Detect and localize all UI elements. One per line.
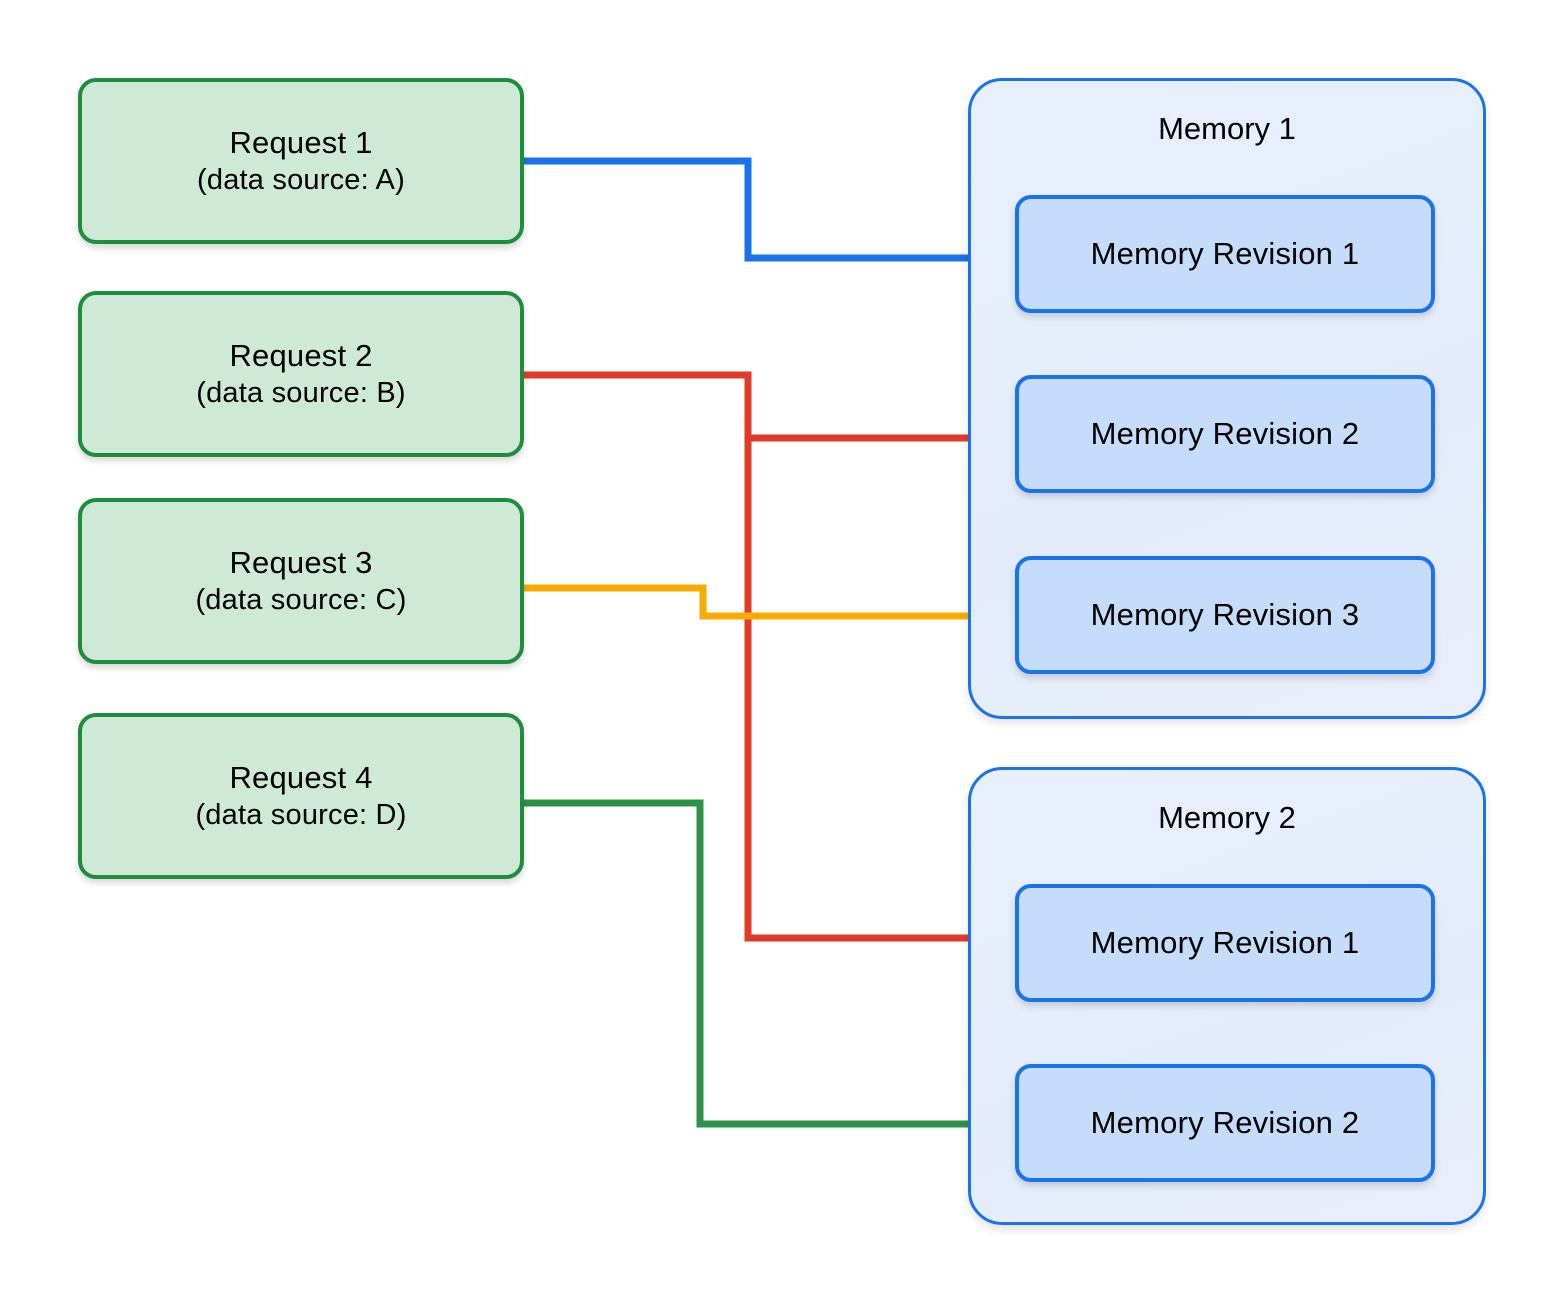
request-subtitle: (data source: B) [196,377,406,410]
request-subtitle: (data source: D) [195,799,407,832]
request-box-2[interactable]: Request 2 (data source: B) [78,291,524,457]
memory-panel-title: Memory 2 [1158,800,1296,835]
request-title: Request 1 [229,124,373,160]
request-title: Request 4 [229,759,373,795]
request-box-3[interactable]: Request 3 (data source: C) [78,498,524,664]
request-title: Request 3 [229,544,373,580]
request-subtitle: (data source: C) [195,584,407,617]
memory-1-revision-box-1[interactable]: Memory Revision 1 [1015,195,1435,313]
request-box-1[interactable]: Request 1 (data source: A) [78,78,524,244]
memory-1-revision-box-3[interactable]: Memory Revision 3 [1015,556,1435,674]
memory-2-revision-box-2[interactable]: Memory Revision 2 [1015,1064,1435,1182]
request-title: Request 2 [229,337,373,373]
connector-request-1-to-memory-1-revision-1 [520,157,1002,262]
connector-request-2-to-memory-1-revision-2 [520,371,1002,442]
memory-1-revision-box-2[interactable]: Memory Revision 2 [1015,375,1435,493]
memory-2-revision-box-1[interactable]: Memory Revision 1 [1015,884,1435,1002]
memory-panel-title: Memory 1 [1158,111,1296,146]
connector-request-4-to-memory-2-revision-2 [520,799,1002,1128]
connector-request-2-to-memory-2-revision-1 [744,434,1002,942]
connector-request-3-to-memory-1-revision-3 [520,584,1002,620]
request-subtitle: (data source: A) [197,164,405,197]
request-box-4[interactable]: Request 4 (data source: D) [78,713,524,879]
